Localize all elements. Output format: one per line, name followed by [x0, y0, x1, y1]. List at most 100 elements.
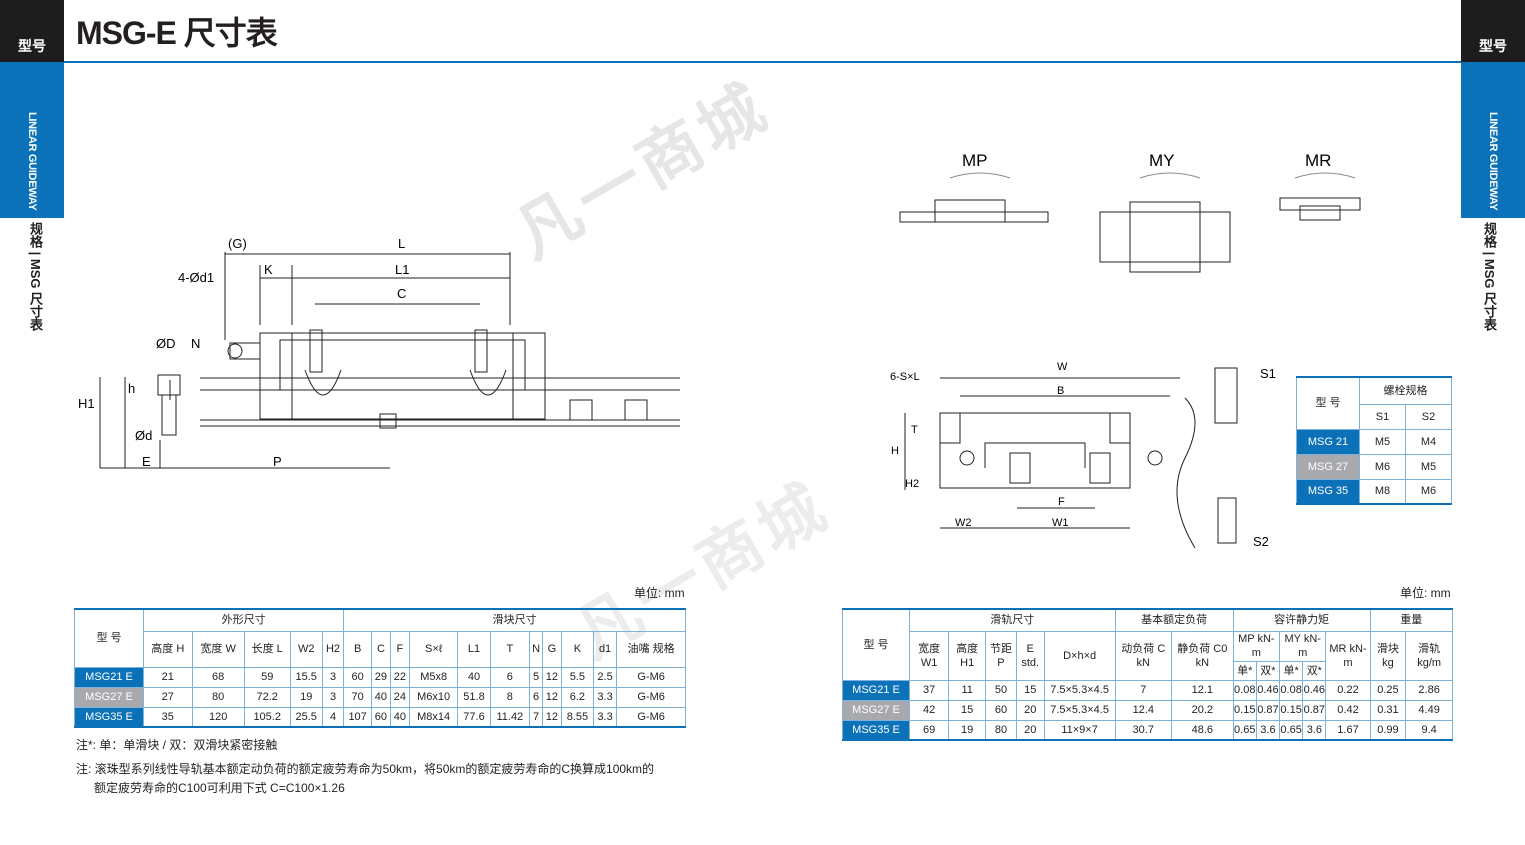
table-cell: 107: [343, 706, 372, 728]
table-cell: 7: [529, 706, 543, 728]
label-S2: S2: [1253, 534, 1269, 549]
label-h: h: [128, 381, 135, 396]
table-cell: 35: [143, 706, 193, 728]
table-cell: 40: [389, 706, 410, 728]
model-cell: MSG21 E: [842, 679, 910, 701]
table-cell: G-M6: [616, 666, 686, 688]
label-K: K: [264, 262, 273, 277]
table-cell: 5.5: [560, 666, 594, 688]
table-cell: 11×9×7: [1043, 719, 1116, 741]
table-cell: 4: [321, 706, 345, 728]
table-cell: 7.5×5.3×4.5: [1043, 679, 1116, 701]
table-cell: 3.6: [1255, 719, 1281, 741]
table-cell: 20: [1015, 719, 1045, 741]
table-cell: 22: [389, 666, 410, 688]
table-cell: 25.5: [289, 706, 323, 728]
label-F: F: [1058, 496, 1065, 508]
col-header: B: [343, 630, 372, 668]
table-cell: 21: [143, 666, 193, 688]
col-header: W2: [289, 630, 323, 668]
note-single-double: 注*: 单：单滑块 / 双：双滑块紧密接触: [76, 738, 278, 752]
table-cell: 0.46: [1255, 679, 1281, 701]
table-cell: 2.86: [1405, 679, 1453, 701]
label-W1: W1: [1052, 517, 1069, 529]
label-G: (G): [228, 236, 247, 251]
table-cell: 0.08: [1279, 679, 1304, 701]
table-cell: 48.6: [1170, 719, 1234, 741]
label-W2: W2: [955, 517, 972, 529]
table-cell: 20: [1015, 699, 1045, 721]
table-cell: 7.5×5.3×4.5: [1043, 699, 1116, 721]
table-cell: M8x14: [408, 706, 459, 728]
table-cell: 60: [985, 699, 1017, 721]
label-B: B: [1057, 385, 1064, 397]
table-cell: 3: [321, 666, 345, 688]
label-H: H: [891, 445, 899, 457]
table-cell: 0.31: [1369, 699, 1407, 721]
label-N: N: [191, 336, 200, 351]
table-cell: G-M6: [616, 686, 686, 708]
table-cell: 3.3: [592, 706, 618, 728]
table-cell: 8.55: [560, 706, 594, 728]
table-cell: 7: [1114, 679, 1172, 701]
table-cell: 6.2: [560, 686, 594, 708]
table-cell: 4.49: [1405, 699, 1453, 721]
label-H2: H2: [905, 478, 919, 490]
table-cell: 15.5: [289, 666, 323, 688]
table-cell: 0.99: [1369, 719, 1407, 741]
side-tab-left: LINEAR GUIDEWAY: [0, 62, 64, 218]
col-header: 宽度 W: [191, 630, 245, 668]
table-cell: 2.5: [592, 666, 618, 688]
table-cell: 27: [143, 686, 193, 708]
model-cell: MSG35 E: [842, 719, 910, 741]
col-header: K: [560, 630, 594, 668]
table-cell: 5: [529, 666, 543, 688]
label-OD: ØD: [156, 336, 176, 351]
table-cell: 0.65: [1232, 719, 1257, 741]
table-cell: 120: [191, 706, 245, 728]
table-cell: 60: [370, 706, 391, 728]
table-cell: 15: [1015, 679, 1045, 701]
table-cell: 29: [370, 666, 391, 688]
note-life-line2: 额定疲劳寿命的C100可利用下式 C=C100×1.26: [94, 781, 345, 795]
col-header: d1: [592, 630, 618, 668]
table-cell: 3: [321, 686, 345, 708]
table-cell: 0.42: [1325, 699, 1371, 721]
table-cell: 12: [541, 666, 562, 688]
table-cell: 40: [457, 666, 491, 688]
table-cell: 12.1: [1170, 679, 1234, 701]
table-cell: 3.6: [1302, 719, 1327, 741]
col-header: F: [389, 630, 410, 668]
model-cell: MSG35 E: [74, 706, 144, 728]
col-header: 高度 H: [143, 630, 193, 668]
col-header: 长度 L: [243, 630, 291, 668]
corner-label-left: 型号: [0, 0, 64, 62]
label-S1: S1: [1260, 366, 1276, 381]
table-cell: 20.2: [1170, 699, 1234, 721]
table-cell: 0.25: [1369, 679, 1407, 701]
table-cell: G-M6: [616, 706, 686, 728]
table-cell: 80: [985, 719, 1017, 741]
model-cell: MSG21 E: [74, 666, 144, 688]
table-cell: M5x8: [408, 666, 459, 688]
table-cell: 59: [243, 666, 291, 688]
table-cell: 8: [489, 686, 531, 708]
col-header: G: [541, 630, 562, 668]
table-cell: 69: [908, 719, 950, 741]
label-T: T: [911, 424, 918, 436]
table-cell: 19: [289, 686, 323, 708]
table-cell: 15: [948, 699, 987, 721]
unit-right: 单位: mm: [1400, 586, 1451, 600]
table-cell: 0.15: [1279, 699, 1304, 721]
table-cell: 68: [191, 666, 245, 688]
table-cell: 11: [948, 679, 987, 701]
table-cell: 40: [370, 686, 391, 708]
table-cell: 0.46: [1302, 679, 1327, 701]
table-cell: 11.42: [489, 706, 531, 728]
label-W: W: [1057, 361, 1068, 373]
